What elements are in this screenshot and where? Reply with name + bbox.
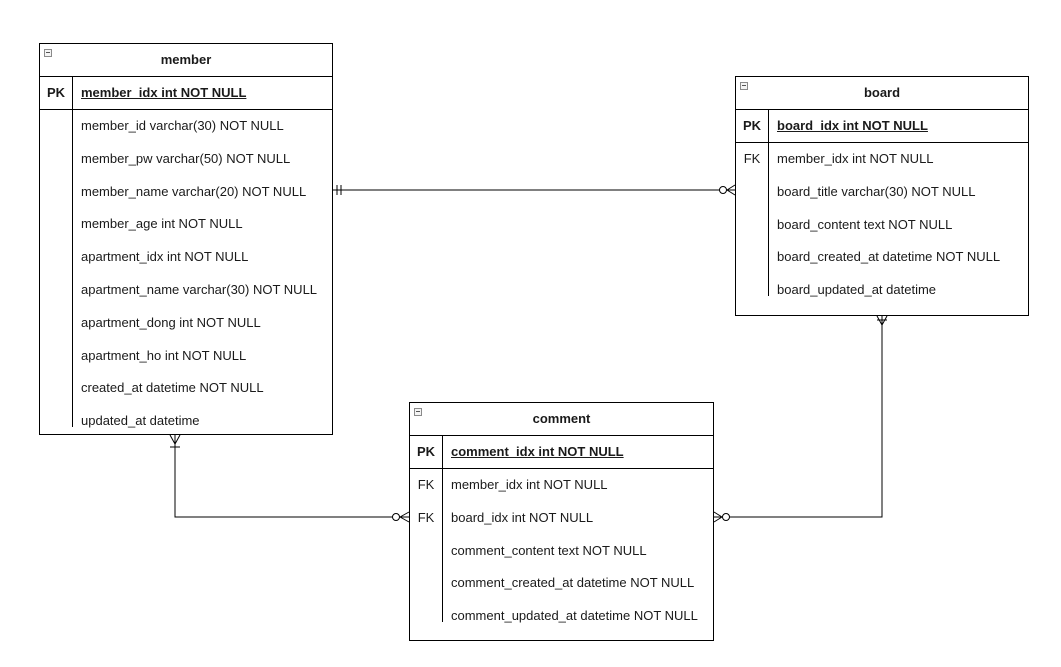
column-divider <box>442 436 443 468</box>
attribute-row[interactable]: comment_updated_at datetime NOT NULL <box>410 600 713 633</box>
connector-line[interactable] <box>714 316 883 518</box>
attribute-row[interactable]: apartment_ho int NOT NULL <box>40 340 332 373</box>
field-text: board_title varchar(30) NOT NULL <box>777 183 976 199</box>
field-text: board_idx int NOT NULL <box>451 509 594 525</box>
entity-title: board <box>863 85 901 100</box>
entity-attributes: member_id varchar(30) NOT NULL member_pw… <box>40 110 332 438</box>
field-text: member_age int NOT NULL <box>81 216 243 232</box>
attribute-row[interactable]: FK member_idx int NOT NULL <box>410 469 713 502</box>
field-text: comment_created_at datetime NOT NULL <box>451 575 695 591</box>
entity-header[interactable]: board <box>736 77 1028 110</box>
key-label: FK <box>743 151 761 166</box>
field-text: board_updated_at datetime <box>777 282 937 298</box>
entity-title: member <box>160 52 212 67</box>
entity-board[interactable]: board PK board_idx int NOT NULL FK member… <box>735 76 1029 316</box>
column-divider <box>72 110 73 427</box>
zero-or-many-marker <box>392 511 410 523</box>
zero-or-many-marker <box>719 184 736 196</box>
relationship-member-comment[interactable] <box>169 434 410 523</box>
relationship-member-board[interactable] <box>333 184 736 196</box>
primary-key-row[interactable]: PK member_idx int NOT NULL <box>40 77 332 110</box>
field-text: apartment_dong int NOT NULL <box>81 314 261 330</box>
attribute-row[interactable]: member_id varchar(30) NOT NULL <box>40 110 332 143</box>
entity-header[interactable]: comment <box>410 403 713 436</box>
attribute-row[interactable]: board_title varchar(30) NOT NULL <box>736 176 1028 209</box>
field-text: updated_at datetime <box>81 413 200 429</box>
column-divider <box>768 110 769 142</box>
primary-key-row[interactable]: PK comment_idx int NOT NULL <box>410 436 713 469</box>
field-text: comment_updated_at datetime NOT NULL <box>451 608 698 624</box>
field-text: board_idx int NOT NULL <box>777 118 928 133</box>
attribute-row[interactable]: member_age int NOT NULL <box>40 208 332 241</box>
attribute-row[interactable]: comment_content text NOT NULL <box>410 535 713 568</box>
attribute-row[interactable]: board_updated_at datetime <box>736 274 1028 307</box>
primary-key-row[interactable]: PK board_idx int NOT NULL <box>736 110 1028 143</box>
attribute-row[interactable]: comment_created_at datetime NOT NULL <box>410 567 713 600</box>
field-text: member_idx int NOT NULL <box>451 477 608 492</box>
zero-or-many-marker <box>713 511 730 523</box>
attribute-row[interactable]: board_content text NOT NULL <box>736 209 1028 242</box>
attribute-row[interactable]: member_pw varchar(50) NOT NULL <box>40 143 332 176</box>
attribute-row[interactable]: created_at datetime NOT NULL <box>40 372 332 405</box>
key-label: PK <box>742 118 762 133</box>
attribute-row[interactable]: updated_at datetime <box>40 405 332 438</box>
field-text: created_at datetime NOT NULL <box>81 380 264 396</box>
key-label: FK <box>417 477 435 492</box>
collapse-icon[interactable] <box>740 82 748 90</box>
entity-title: comment <box>532 411 591 426</box>
attribute-row[interactable]: apartment_idx int NOT NULL <box>40 241 332 274</box>
field-text: board_created_at datetime NOT NULL <box>777 249 1001 265</box>
column-divider <box>72 77 73 109</box>
attribute-row[interactable]: FK member_idx int NOT NULL <box>736 143 1028 176</box>
column-divider <box>768 143 769 296</box>
entity-attributes: FK member_idx int NOT NULL board_title va… <box>736 143 1028 307</box>
entity-header[interactable]: member <box>40 44 332 77</box>
collapse-icon[interactable] <box>414 408 422 416</box>
entity-member[interactable]: member PK member_idx int NOT NULL member… <box>39 43 333 435</box>
attribute-row[interactable]: FK board_idx int NOT NULL <box>410 502 713 535</box>
field-text: member_idx int NOT NULL <box>777 151 934 166</box>
connector-line[interactable] <box>174 435 409 518</box>
key-label: PK <box>46 85 66 100</box>
field-text: comment_idx int NOT NULL <box>451 444 624 459</box>
field-text: apartment_name varchar(30) NOT NULL <box>81 281 318 297</box>
field-text: member_pw varchar(50) NOT NULL <box>81 150 291 166</box>
key-label: FK <box>417 509 435 525</box>
field-text: board_content text NOT NULL <box>777 216 953 232</box>
entity-comment[interactable]: comment PK comment_idx int NOT NULL FK me… <box>409 402 714 641</box>
field-text: member_name varchar(20) NOT NULL <box>81 183 307 199</box>
attribute-row[interactable]: apartment_dong int NOT NULL <box>40 307 332 340</box>
entity-attributes: FK member_idx int NOT NULL FK board_idx in… <box>410 469 713 633</box>
field-text: comment_content text NOT NULL <box>451 542 647 558</box>
one-or-many-marker <box>876 315 888 326</box>
attribute-row[interactable]: board_created_at datetime NOT NULL <box>736 241 1028 274</box>
relationship-board-comment[interactable] <box>713 315 888 523</box>
field-text: apartment_ho int NOT NULL <box>81 347 247 363</box>
one-or-many-marker <box>169 434 181 448</box>
attribute-row[interactable]: apartment_name varchar(30) NOT NULL <box>40 274 332 307</box>
attribute-row[interactable]: member_name varchar(20) NOT NULL <box>40 176 332 209</box>
column-divider <box>442 469 443 622</box>
one-and-only-one-marker <box>336 185 342 195</box>
collapse-icon[interactable] <box>44 49 52 57</box>
field-text: member_idx int NOT NULL <box>81 85 247 100</box>
field-text: member_id varchar(30) NOT NULL <box>81 118 284 133</box>
field-text: apartment_idx int NOT NULL <box>81 249 249 265</box>
key-label: PK <box>416 444 436 459</box>
